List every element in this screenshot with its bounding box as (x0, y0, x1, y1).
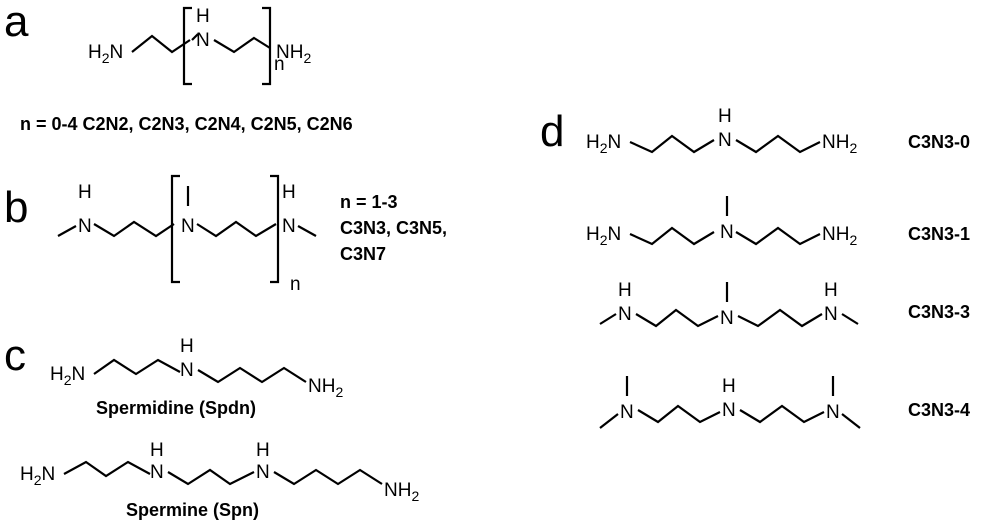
spermine-n-left: N (150, 462, 164, 483)
panel-b-bracket-left (170, 174, 180, 284)
c3n3-1-nh2: NH2 (822, 224, 857, 248)
spermine-n-right: N (256, 462, 270, 483)
spermidine-n-label: N (180, 360, 194, 381)
panel-b-letter: b (4, 183, 28, 232)
panel-a-letter: a (4, 0, 29, 46)
c3n3-3-n-left: N (618, 304, 632, 325)
c3n3-1-structure: H2N N NH2 C3N3-1 (586, 196, 970, 248)
c3n3-0-structure: H2N H N NH2 C3N3-0 (586, 106, 970, 156)
c3n3-3-propyl-left (635, 308, 719, 328)
panel-a-n-label: N (196, 30, 210, 51)
c3n3-3-methyl-right (841, 313, 859, 325)
panel-b-bracket-right (270, 174, 280, 284)
c3n3-3-label: C3N3-3 (908, 302, 970, 322)
spermine-h-left: H (150, 440, 164, 461)
c3n3-0-h2n: H2N (586, 132, 621, 156)
panel-d-letter: d (540, 107, 564, 156)
panel-b-n-mid: N (181, 216, 195, 237)
spermidine-nh2: NH2 (308, 376, 343, 400)
c3n3-1-h2n: H2N (586, 224, 621, 248)
spermidine-h-label: H (180, 336, 194, 357)
panel-c-letter: c (4, 331, 26, 380)
c3n3-1-n-mid: N (720, 222, 734, 243)
panel-a-bracket-right (262, 6, 272, 86)
spermine-butyl-right (273, 468, 383, 486)
c3n3-3-propyl-right (737, 308, 823, 328)
c3n3-4-n-right: N (826, 402, 840, 423)
panel-a-ethyl-bond (131, 34, 191, 54)
c3n3-1-label: C3N3-1 (908, 224, 970, 244)
panel-b-n-right: N (282, 216, 296, 237)
c3n3-0-propyl-right (735, 134, 821, 154)
panel-a: a H2N H N n NH2 n = 0-4 C2N2, C2N3, C2N4… (4, 0, 353, 134)
panel-a-h2n-group: H2N (88, 42, 123, 66)
panel-b-propyl-left (93, 220, 175, 238)
c3n3-0-label: C3N3-0 (908, 132, 970, 152)
panel-b-caption-line-2: C3N3, C3N5, (340, 218, 447, 238)
panel-d: d H2N H N NH2 C3N3-0 H2N N NH2 C3N3-1 H … (540, 106, 970, 429)
panel-b-h-left: H (78, 182, 92, 203)
c3n3-1-propyl-left (629, 226, 715, 246)
c3n3-3-methyl-left (599, 313, 617, 325)
c3n3-3-structure: H N N H N C3N3-3 (599, 280, 970, 329)
c3n3-3-n-mid: N (720, 308, 734, 329)
c3n3-3-n-right: N (824, 304, 838, 325)
c3n3-4-n-left: N (620, 402, 634, 423)
c3n3-4-propyl-left (637, 404, 721, 424)
panel-b-subscript: n (290, 274, 301, 295)
c3n3-4-label: C3N3-4 (908, 400, 970, 420)
panel-a-nh2-group: NH2 (276, 42, 311, 66)
panel-b-h-right: H (282, 182, 296, 203)
panel-b-propyl-mid (196, 220, 277, 238)
spermidine-propyl-bond (93, 358, 181, 376)
c3n3-4-methyl-low-left (599, 413, 619, 429)
spermine-propyl-mid (167, 468, 255, 486)
panel-b-n-left: N (78, 216, 92, 237)
spermine-h2n: H2N (20, 464, 55, 488)
panel-b: b H N N n H N n = 1-3 C3N3, C3N5, C3N7 (4, 174, 447, 295)
c3n3-4-methyl-low-right (841, 413, 861, 429)
c3n3-3-h-right: H (824, 280, 838, 301)
spermine-propyl-left (63, 460, 151, 478)
panel-b-methyl-right (297, 225, 317, 237)
spermine-label: Spermine (Spn) (126, 500, 259, 520)
spermidine-butyl-bond (197, 366, 307, 384)
panel-a-caption: n = 0-4 C2N2, C2N3, C2N4, C2N5, C2N6 (20, 114, 353, 134)
panel-a-bond-in (191, 33, 199, 41)
c3n3-1-propyl-right (735, 226, 821, 246)
c3n3-4-structure: N H N N C3N3-4 (599, 376, 970, 429)
panel-c: c H2N H N NH2 Spermidine (Spdn) H2N H N … (4, 331, 419, 520)
c3n3-0-h-mid: H (718, 106, 732, 127)
panel-a-bracket-left (182, 6, 192, 86)
panel-b-caption-line-1: n = 1-3 (340, 192, 398, 212)
c3n3-4-h-mid: H (722, 376, 736, 397)
c3n3-3-h-left: H (618, 280, 632, 301)
c3n3-4-n-mid: N (722, 400, 736, 421)
panel-a-repeat-bond (213, 36, 271, 54)
panel-b-methyl-left (57, 225, 77, 237)
panel-b-caption-line-3: C3N7 (340, 244, 386, 264)
c3n3-0-n-mid: N (718, 130, 732, 151)
spermidine-h2n: H2N (50, 364, 85, 388)
panel-a-h-label: H (196, 6, 210, 27)
c3n3-4-propyl-right (739, 404, 825, 424)
panel-a-subscript: n (274, 54, 285, 75)
c3n3-0-propyl-left (629, 134, 715, 154)
spermine-nh2: NH2 (384, 480, 419, 504)
c3n3-0-nh2: NH2 (822, 132, 857, 156)
spermine-h-right: H (256, 440, 270, 461)
spermidine-label: Spermidine (Spdn) (96, 398, 256, 418)
